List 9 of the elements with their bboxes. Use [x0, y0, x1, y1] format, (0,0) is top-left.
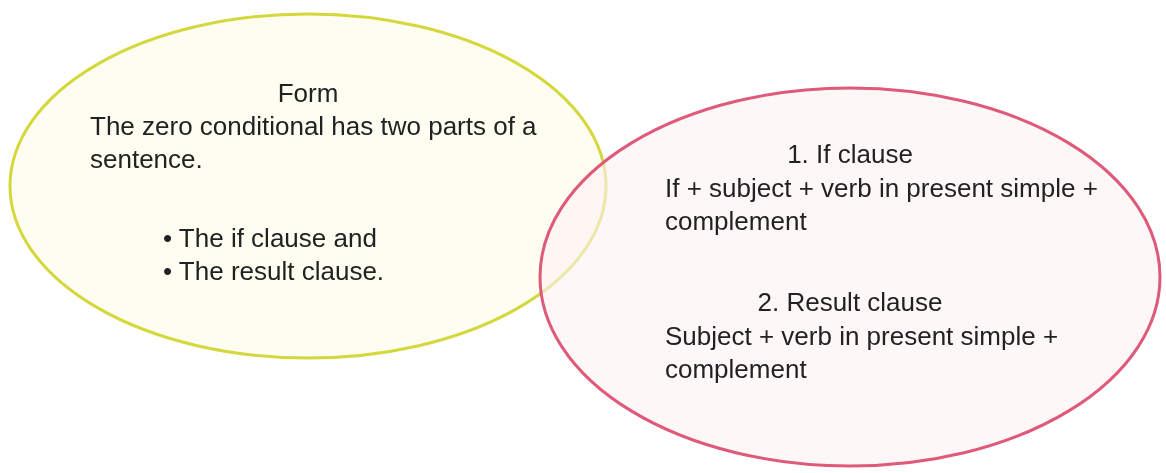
body-text: • The if clause and: [163, 222, 378, 255]
body-text: • The result clause.: [163, 255, 386, 288]
heading: 2. Result clause: [756, 286, 944, 319]
body-text: Subject + verb in present simple + complement: [665, 320, 1060, 386]
heading: Form: [276, 77, 340, 110]
venn-ellipse: [538, 86, 1162, 468]
body-text: The zero conditional has two parts of a sentence.: [90, 110, 538, 176]
body-text: If + subject + verb in present simple + complement: [665, 172, 1099, 238]
heading: 1. If clause: [786, 138, 914, 171]
